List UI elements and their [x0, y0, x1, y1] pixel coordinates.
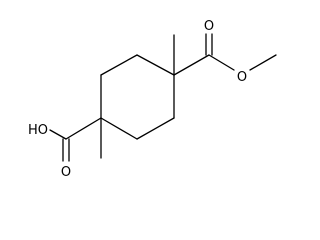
acid-carbonyl-oxygen-label: O	[61, 165, 71, 180]
ring-bond-c2-c3	[100, 54, 138, 76]
ring-bond-c5-c6	[136, 117, 175, 140]
ester-oxygen-label: O	[237, 70, 247, 85]
carboxylic-acid-group: HO O	[28, 117, 102, 180]
ester-carbon-bond	[173, 54, 210, 76]
acid-hydroxyl-bond	[49, 129, 67, 140]
acid-carbon-bond	[65, 117, 102, 140]
chemical-structure: O O HO O	[28, 19, 277, 180]
ester-oxygen-bond	[208, 54, 235, 71]
methyl-ester-group: O O	[173, 19, 277, 85]
o-methyl-bond	[249, 54, 277, 71]
hydroxyl-label: HO	[28, 123, 48, 138]
ring-bond-c1-c2	[136, 54, 175, 76]
cyclohexane-ring	[100, 54, 175, 140]
ring-bond-c4-c5	[100, 117, 138, 140]
ester-carbonyl-oxygen-label: O	[204, 19, 214, 34]
